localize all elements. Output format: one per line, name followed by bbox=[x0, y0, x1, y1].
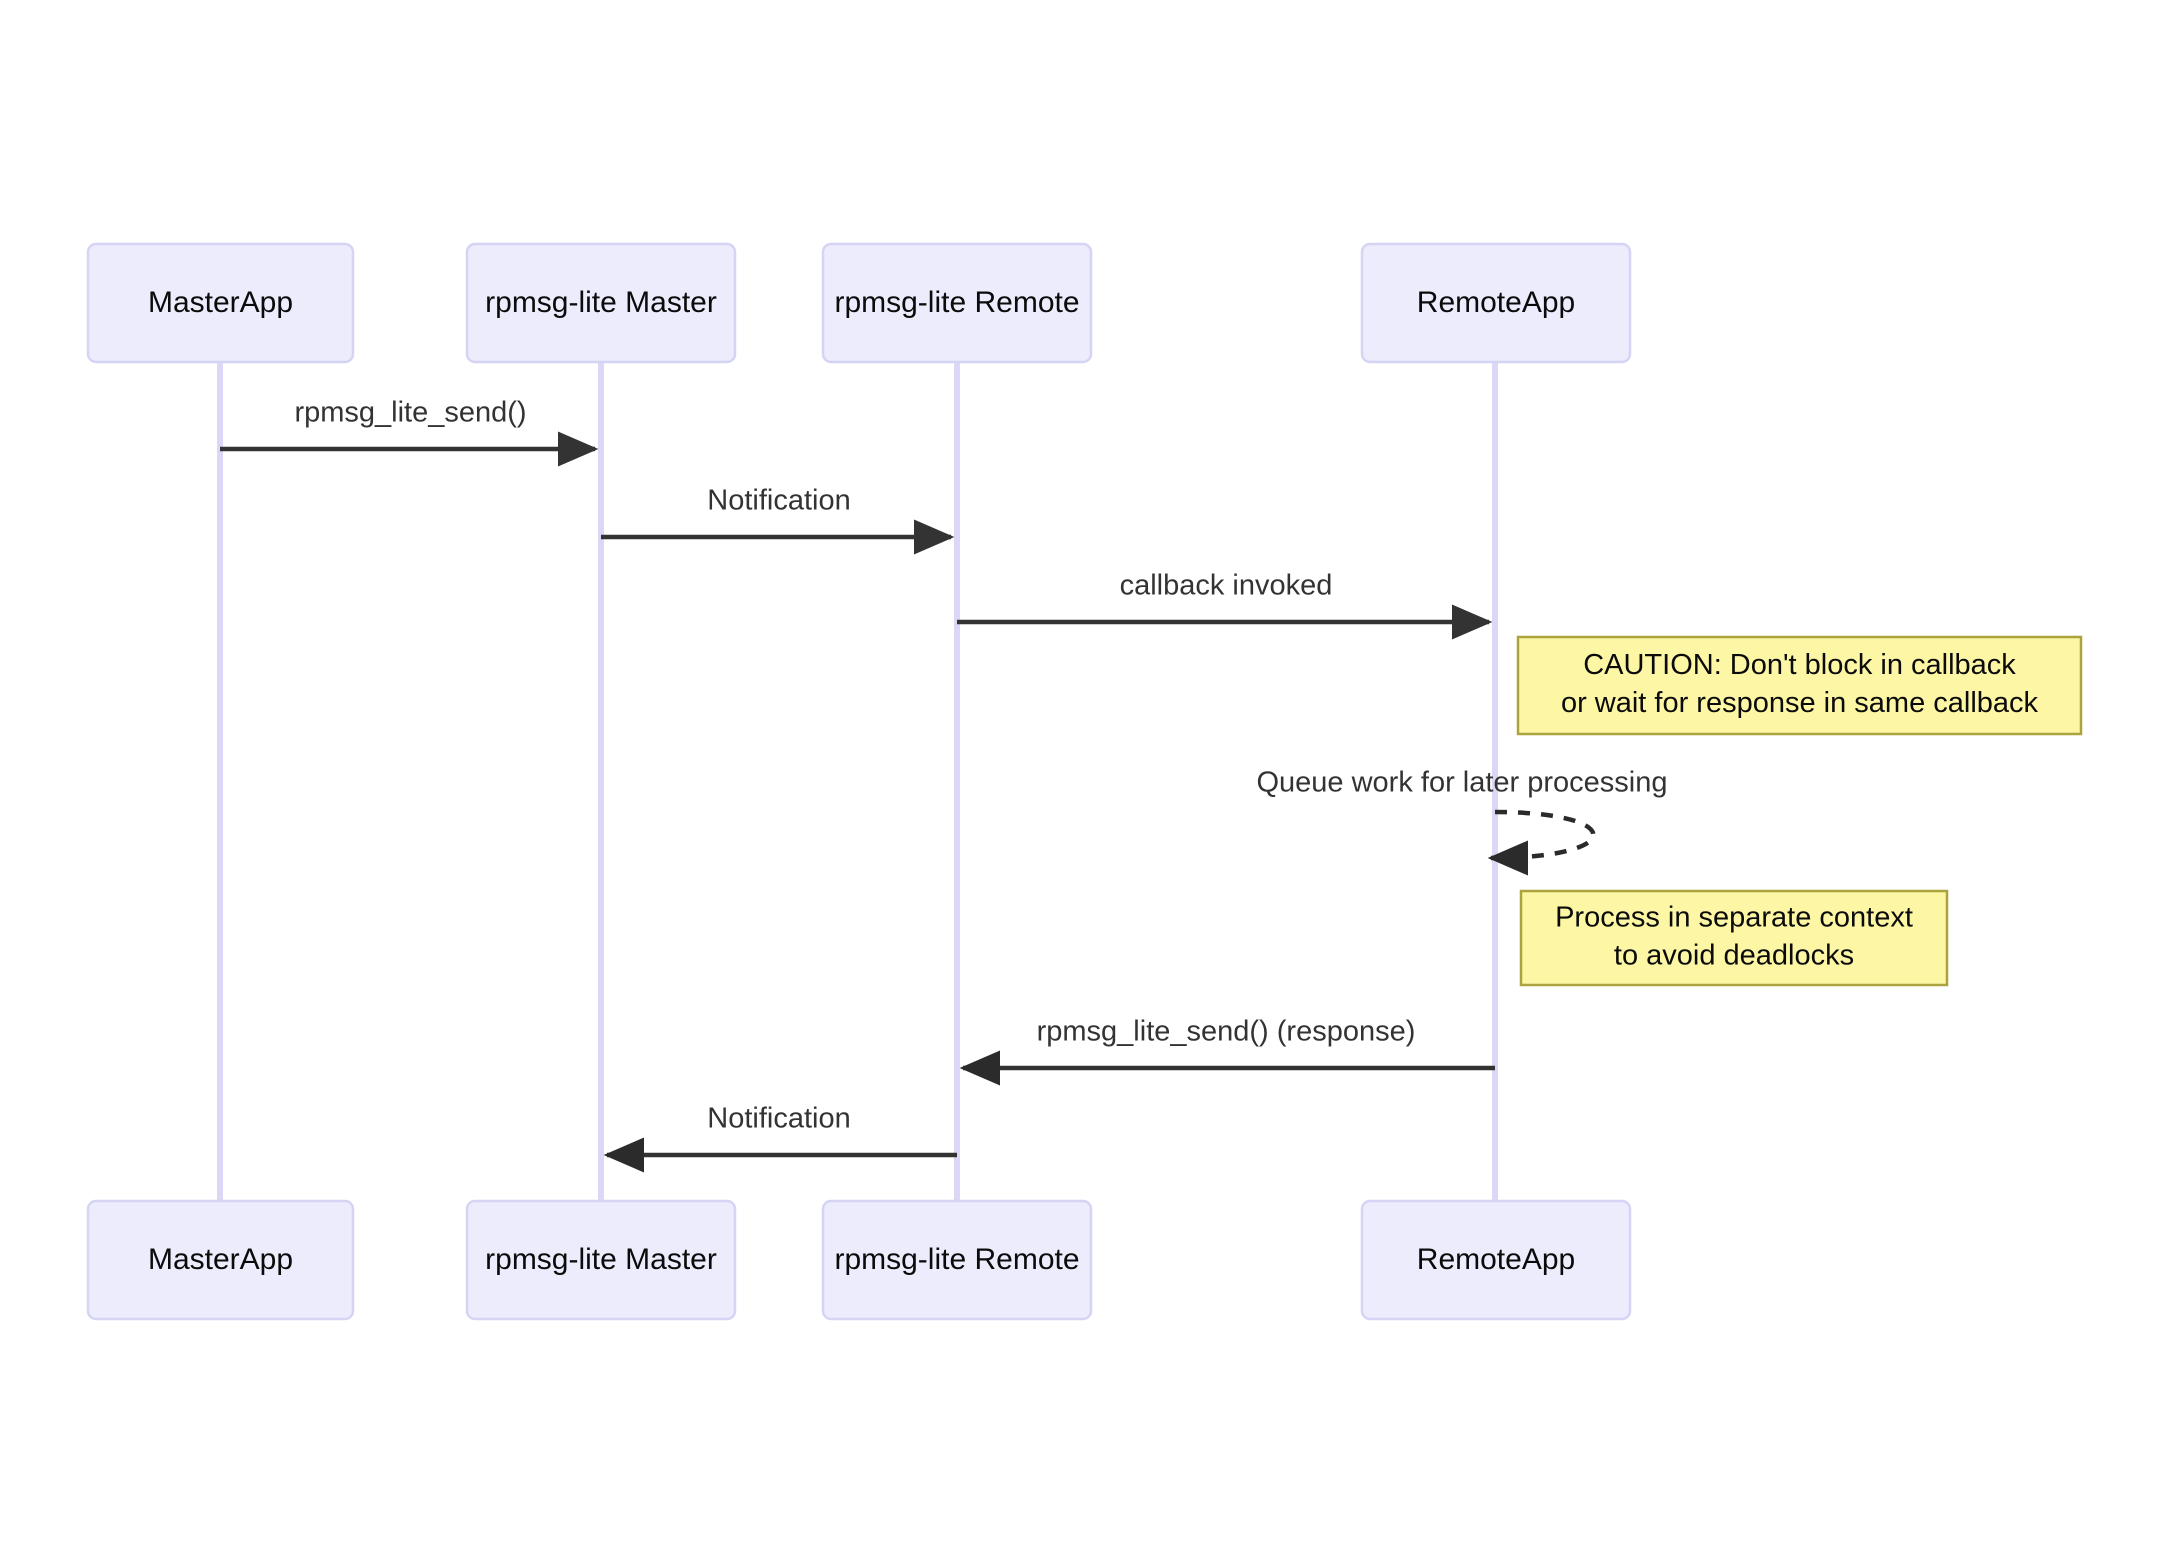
participant-rpmsg-master-top[interactable]: rpmsg-lite Master bbox=[465, 242, 737, 364]
message-label: Notification bbox=[707, 485, 850, 517]
participant-rpmsg-master-bottom[interactable]: rpmsg-lite Master bbox=[465, 1199, 737, 1321]
participant-box bbox=[86, 1199, 355, 1321]
message-m1[interactable]: rpmsg_lite_send() bbox=[220, 397, 599, 467]
participant-label: MasterApp bbox=[148, 286, 293, 319]
note-box bbox=[1516, 635, 2083, 736]
participant-box bbox=[465, 242, 737, 364]
message-m3[interactable]: callback invoked bbox=[957, 570, 1493, 640]
message-label: Notification bbox=[707, 1103, 850, 1135]
participant-box bbox=[821, 242, 1093, 364]
note-separate-context[interactable]: Process in separate context to avoid dead… bbox=[1519, 889, 1949, 987]
lifelines-layer bbox=[217, 362, 1498, 1201]
participants-layer: MasterApp rpmsg-lite Master rpmsg-lite Rem… bbox=[86, 242, 1632, 1321]
message-label: Queue work for later processing bbox=[1256, 767, 1667, 799]
participant-box bbox=[821, 1199, 1093, 1321]
participant-label: rpmsg-lite Remote bbox=[834, 1243, 1079, 1276]
participant-rpmsg-remote-bottom[interactable]: rpmsg-lite Remote bbox=[821, 1199, 1093, 1321]
notes-layer: CAUTION: Don't block in callback or wait … bbox=[1516, 635, 2083, 987]
participant-box bbox=[465, 1199, 737, 1321]
participant-box bbox=[1360, 242, 1632, 364]
participant-label: MasterApp bbox=[148, 1243, 293, 1276]
note-caution[interactable]: CAUTION: Don't block in callback or wait … bbox=[1516, 635, 2083, 736]
note-line: or wait for response in same callback bbox=[1561, 687, 2039, 719]
message-m4[interactable]: Queue work for later processing bbox=[1256, 767, 1668, 876]
message-arrow-self-loop bbox=[1487, 809, 1596, 876]
message-label: rpmsg_lite_send() (response) bbox=[1037, 1016, 1416, 1048]
note-line: to avoid deadlocks bbox=[1614, 940, 1854, 972]
message-m5[interactable]: rpmsg_lite_send() (response) bbox=[959, 1016, 1495, 1086]
participant-rpmsg-remote-top[interactable]: rpmsg-lite Remote bbox=[821, 242, 1093, 364]
participant-remoteapp-bottom[interactable]: RemoteApp bbox=[1360, 1199, 1632, 1321]
participant-label: rpmsg-lite Remote bbox=[834, 286, 1079, 319]
participant-label: rpmsg-lite Master bbox=[485, 1243, 717, 1276]
message-label: callback invoked bbox=[1120, 570, 1333, 602]
note-line: Process in separate context bbox=[1555, 902, 1913, 934]
note-box bbox=[1519, 889, 1949, 987]
participant-box bbox=[1360, 1199, 1632, 1321]
message-m6[interactable]: Notification bbox=[603, 1103, 957, 1173]
participant-masterapp-top[interactable]: MasterApp bbox=[86, 242, 355, 364]
participant-box bbox=[86, 242, 355, 364]
participant-masterapp-bottom[interactable]: MasterApp bbox=[86, 1199, 355, 1321]
participant-label: rpmsg-lite Master bbox=[485, 286, 717, 319]
message-m2[interactable]: Notification bbox=[601, 485, 955, 555]
participant-remoteapp-top[interactable]: RemoteApp bbox=[1360, 242, 1632, 364]
note-line: CAUTION: Don't block in callback bbox=[1583, 649, 2016, 681]
participant-label: RemoteApp bbox=[1417, 286, 1575, 319]
participant-label: RemoteApp bbox=[1417, 1243, 1575, 1276]
messages-layer: rpmsg_lite_send() Notification callback in… bbox=[220, 397, 1668, 1173]
message-label: rpmsg_lite_send() bbox=[294, 397, 526, 429]
